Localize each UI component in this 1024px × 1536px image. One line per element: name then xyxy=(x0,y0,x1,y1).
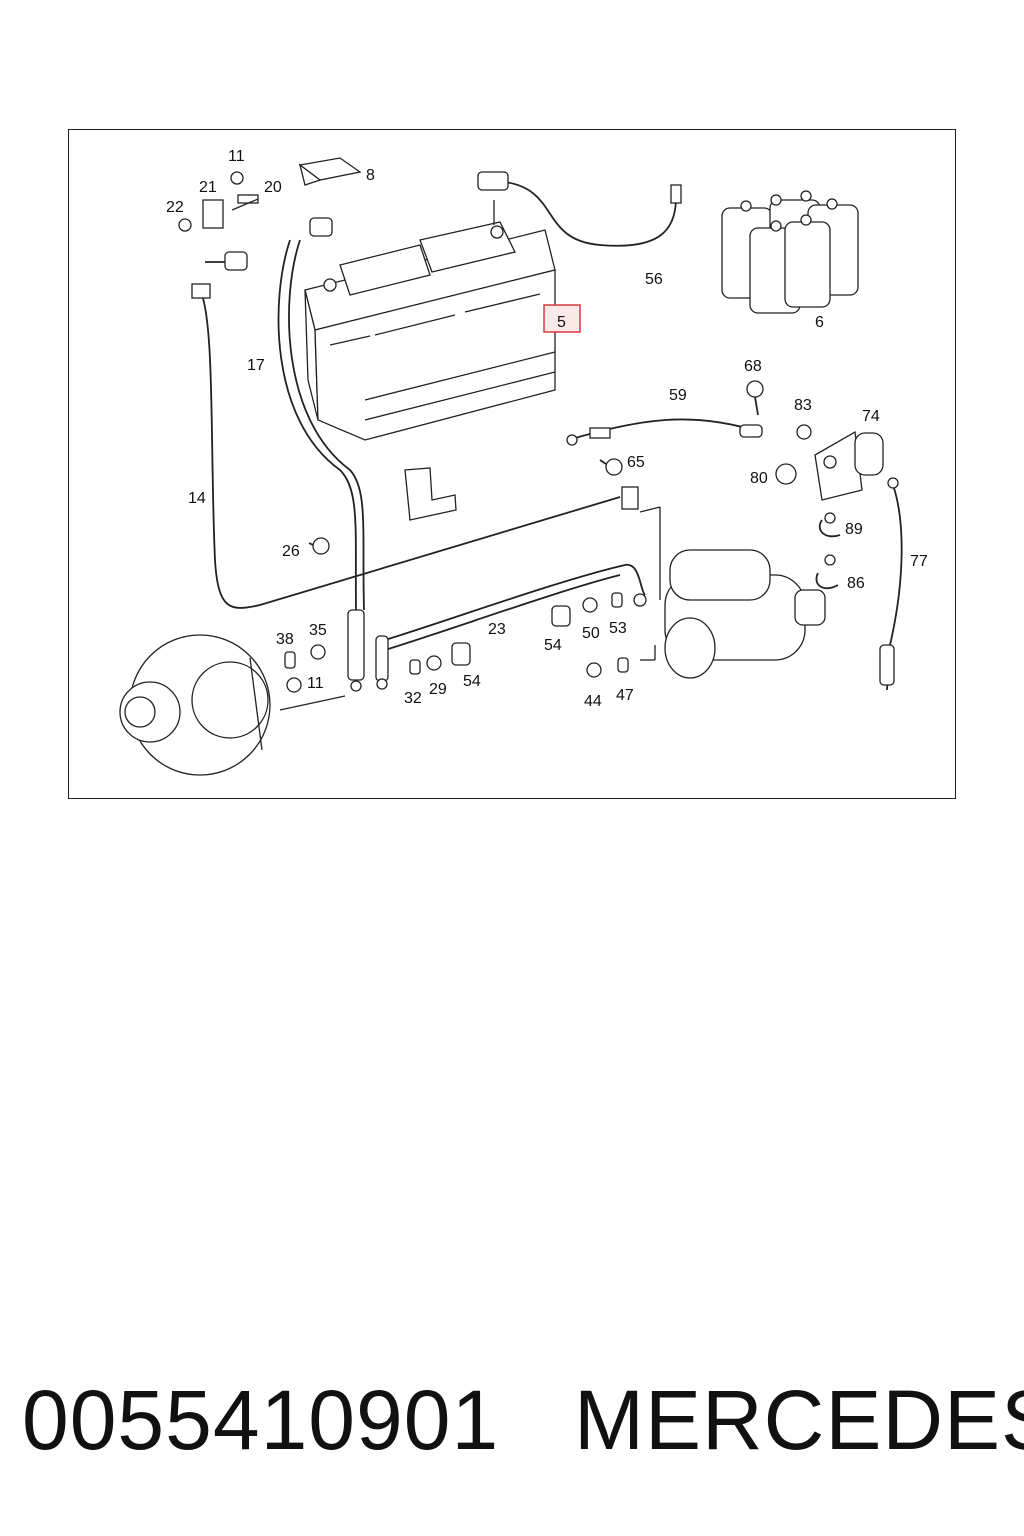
callout-26: 26 xyxy=(282,543,300,560)
callout-14: 14 xyxy=(188,490,206,507)
clips-drawing xyxy=(815,512,841,590)
brand-name: MERCEDES xyxy=(574,1373,1024,1467)
callout-47: 47 xyxy=(616,687,634,704)
callout-56: 56 xyxy=(645,271,663,288)
callout-54-upper: 54 xyxy=(544,637,562,654)
callout-77: 77 xyxy=(910,553,928,570)
callout-8: 8 xyxy=(366,167,375,184)
cable-59-drawing xyxy=(566,418,763,446)
callout-68: 68 xyxy=(744,358,762,375)
callout-65: 65 xyxy=(627,454,645,471)
parts-diagram: 11 8 21 20 22 56 6 5 17 68 59 83 74 65 8… xyxy=(119,148,928,776)
callout-59: 59 xyxy=(669,387,687,404)
callout-86: 86 xyxy=(847,575,865,592)
fasteners-drawing xyxy=(308,380,812,555)
cable-23-drawing xyxy=(375,564,647,690)
callout-35: 35 xyxy=(309,622,327,639)
battery-cells-drawing xyxy=(721,190,859,314)
small-parts-top-left xyxy=(178,157,362,232)
callout-80: 80 xyxy=(750,470,768,487)
alternator-drawing xyxy=(119,634,271,776)
callout-53: 53 xyxy=(609,620,627,637)
callout-11-bottom: 11 xyxy=(307,675,324,692)
callout-20: 20 xyxy=(264,179,282,196)
callout-6: 6 xyxy=(815,314,824,331)
cable-77-drawing xyxy=(879,477,903,691)
callout-23: 23 xyxy=(488,621,506,638)
cable-14-17-drawing xyxy=(191,217,621,692)
bracket-drawing xyxy=(404,467,457,521)
callout-11-top: 11 xyxy=(228,148,245,165)
callout-89: 89 xyxy=(845,521,863,538)
terminal-74-drawing xyxy=(814,430,884,501)
starter-motor-drawing xyxy=(664,549,826,679)
callout-21: 21 xyxy=(199,179,217,196)
diagram-frame xyxy=(68,129,956,799)
leader-lines xyxy=(279,486,661,711)
callout-22: 22 xyxy=(166,199,184,216)
callout-50: 50 xyxy=(582,625,600,642)
callout-32: 32 xyxy=(404,690,422,707)
cable-56-drawing xyxy=(477,171,682,247)
callout-44: 44 xyxy=(584,693,602,710)
callout-38: 38 xyxy=(276,631,294,648)
callout-5: 5 xyxy=(557,314,566,331)
callout-83: 83 xyxy=(794,397,812,414)
callout-17: 17 xyxy=(247,357,265,374)
callout-29: 29 xyxy=(429,681,447,698)
highlight-box xyxy=(543,304,581,333)
part-number: 0055410901 xyxy=(22,1373,500,1467)
callout-54-lower: 54 xyxy=(463,673,481,690)
washers-drawing xyxy=(284,592,629,693)
battery-drawing xyxy=(304,221,556,441)
callout-74: 74 xyxy=(862,408,880,425)
